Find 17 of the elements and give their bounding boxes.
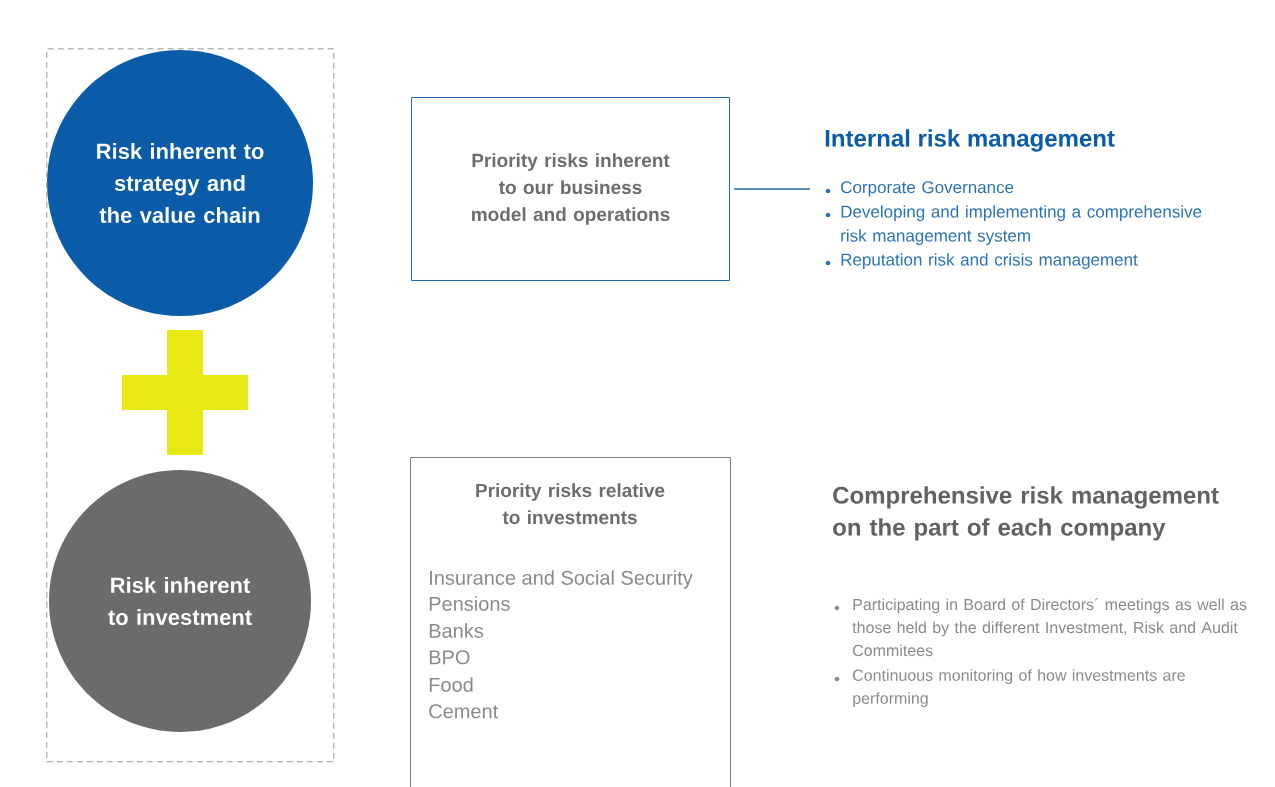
list-item: BPO (429, 650, 470, 665)
bullet-item: Participating in Board of Directors´ meetings as well as those held by the different Investment, Risk and Audit Commitees (852, 598, 1247, 657)
bullet-item: Continuous monitoring of how investments are performing (853, 669, 1185, 708)
text-box: Priority risks inherent to our business model and operations (411, 97, 730, 281)
bullet-item: Corporate Governance (841, 181, 1014, 197)
heading: Internal risk management (825, 129, 1115, 152)
heading: Comprehensive risk management on the part of each company (833, 486, 1219, 541)
list-item: Food (429, 677, 473, 692)
connector-line (733, 188, 811, 190)
list-item: Insurance and Social Security (430, 570, 693, 589)
bullet-item: Reputation risk and crisis management (841, 253, 1138, 270)
box-title: Priority risks relative to investments (476, 483, 665, 525)
list-item: Banks (429, 623, 484, 638)
list-item: Cement (429, 704, 499, 719)
bullet-item: Developing and implementing a comprehensive risk management system (841, 205, 1202, 246)
list-item: Pensions (429, 596, 510, 611)
dashed-frame (46, 48, 335, 763)
